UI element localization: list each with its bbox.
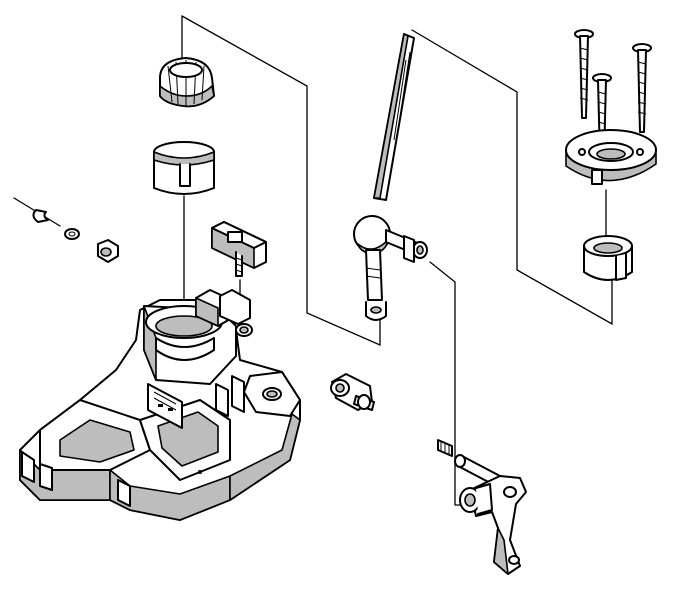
washer (64, 228, 80, 240)
ball-cup (159, 57, 215, 108)
sleeve-bushing (357, 394, 371, 410)
gear-lever (353, 33, 428, 321)
leader-lever-to-plate (411, 29, 613, 326)
bushing (153, 141, 215, 195)
selector-arm (454, 454, 527, 575)
spring (437, 439, 453, 457)
mounting-plate (565, 129, 657, 185)
screw-left (574, 29, 594, 119)
switch (211, 221, 267, 277)
clip (32, 209, 49, 223)
nut (97, 239, 119, 263)
leader-cup-routing (181, 15, 381, 346)
plate-bushing (583, 235, 633, 281)
housing (19, 289, 301, 521)
screw-right (632, 43, 652, 133)
